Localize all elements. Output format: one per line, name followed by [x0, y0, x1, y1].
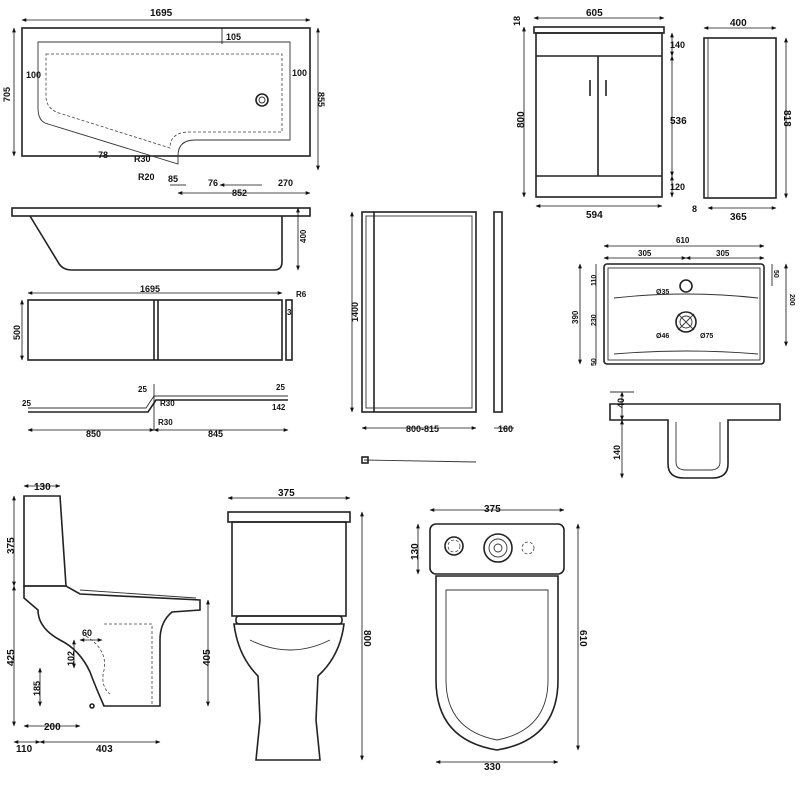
basin-half-left-label: 305	[638, 249, 652, 258]
panel-len-845-label: 845	[208, 429, 223, 439]
vanity-side-height-label: 818	[781, 110, 792, 127]
basin-tap-hole-label: Ø35	[656, 289, 669, 296]
wc-top-view: 375 130 610 330	[410, 504, 588, 773]
basin-d50-right-label: 50	[772, 270, 779, 278]
wc-side-d60-label: 60	[82, 628, 92, 638]
bath-edge-top-label: 105	[226, 32, 241, 42]
basin-waste-hole-b-label: Ø75	[700, 333, 713, 340]
wc-side-d403-label: 403	[96, 744, 113, 755]
panel-r30-upper-label: R30	[160, 399, 175, 408]
vanity-side-d365-label: 365	[730, 212, 747, 223]
bath-side-view: 400	[11, 207, 311, 271]
basin-waste-hole-a-label: Ø46	[656, 333, 669, 340]
basin-d230-label: 230	[591, 314, 598, 326]
screen-depth-label: 160	[498, 424, 513, 434]
vanity-side-d8-label: 8	[692, 204, 697, 214]
wc-front-height-label: 800	[361, 630, 372, 647]
wc-side-view: 130 375 425 60 102 185 405 200 110 403	[6, 482, 213, 755]
vanity-width-label: 605	[586, 8, 603, 19]
bath-length-label: 1695	[150, 8, 173, 19]
wc-side-h375-label: 375	[6, 537, 17, 554]
vanity-side-depth-label: 400	[730, 18, 747, 29]
vanity-h120-label: 120	[670, 182, 685, 192]
vanity-h536-label: 536	[670, 116, 687, 127]
basin-half-right-label: 305	[716, 249, 730, 258]
panel-r6-label: R6	[296, 290, 307, 299]
bath-height-label: 400	[299, 229, 308, 243]
wc-front-view: 375 800	[227, 488, 372, 761]
vanity-front-view: 605 18 800 140 536 120 594	[512, 8, 687, 221]
bath-total-width-label: 855	[316, 92, 326, 107]
screen-height-label: 1400	[350, 302, 360, 322]
basin-depth-label: 390	[571, 310, 580, 324]
wc-front-width-label: 375	[278, 488, 295, 499]
bath-edge-right-label: 100	[292, 68, 307, 78]
wc-side-d405-label: 405	[202, 649, 213, 666]
panel-d25-top-label: 25	[138, 385, 147, 394]
wc-top-base-label: 330	[484, 762, 501, 773]
panel-d25-right-label: 25	[276, 383, 285, 392]
bath-radius-20-label: R20	[138, 172, 155, 182]
basin-h40-label: 40	[616, 398, 626, 408]
screen-width-label: 800-815	[406, 424, 439, 434]
bath-step-76-label: 76	[208, 178, 218, 188]
wc-top-width-label: 375	[484, 504, 501, 515]
basin-d50-left-label: 50	[591, 358, 598, 366]
bath-width-label: 705	[2, 87, 12, 102]
bath-plan-view: 1695 105 705 100 100 855 78 R30 R20 85 7…	[2, 8, 326, 198]
basin-section-view: 40 140	[609, 391, 781, 479]
panel-r30-lower-label: R30	[158, 418, 173, 427]
basin-h140-label: 140	[612, 445, 622, 460]
bath-waste-270-label: 270	[278, 178, 293, 188]
wc-side-d102-label: 102	[66, 651, 76, 666]
vanity-top-label: 18	[512, 16, 522, 26]
bath-panel-front-view: 1695 500 R6 3	[12, 284, 307, 361]
bath-edge-left-label: 100	[26, 70, 41, 80]
wc-side-h425-label: 425	[6, 649, 17, 666]
panel-d25-left-label: 25	[22, 399, 31, 408]
vanity-height-label: 800	[516, 111, 527, 128]
panel-thickness-label: 3	[287, 308, 292, 317]
bath-step-85-label: 85	[168, 174, 178, 184]
panel-height-label: 500	[12, 325, 22, 340]
vanity-h140-label: 140	[670, 40, 685, 50]
wc-side-d200-label: 200	[44, 722, 61, 733]
wc-side-d185-label: 185	[32, 681, 42, 696]
basin-d200-label: 200	[788, 294, 795, 306]
vanity-base-width-label: 594	[586, 210, 603, 221]
bath-screen-view: 1400 800-815 160	[350, 211, 514, 464]
panel-length-label: 1695	[140, 284, 160, 294]
vanity-side-view: 400 818 8 365	[692, 18, 792, 223]
bath-panel-plan-view: 25 25 25 142 R30 R30 850 845	[22, 383, 289, 439]
wc-top-h130-label: 130	[410, 543, 421, 560]
bath-len-852-label: 852	[232, 188, 247, 198]
panel-d142-label: 142	[272, 403, 286, 412]
wc-side-d110-label: 110	[16, 744, 33, 755]
basin-width-label: 610	[676, 236, 690, 245]
wc-side-top-label: 130	[34, 482, 51, 493]
basin-plan-view: 610 305 305 390 110 230 50 50 200 Ø35 Ø4…	[571, 236, 795, 366]
basin-d110-label: 110	[591, 275, 598, 286]
wc-top-depth-label: 610	[577, 630, 588, 647]
bath-radius-30-label: R30	[134, 154, 151, 164]
panel-len-850-label: 850	[86, 429, 101, 439]
bath-cut-label: 78	[98, 150, 108, 160]
